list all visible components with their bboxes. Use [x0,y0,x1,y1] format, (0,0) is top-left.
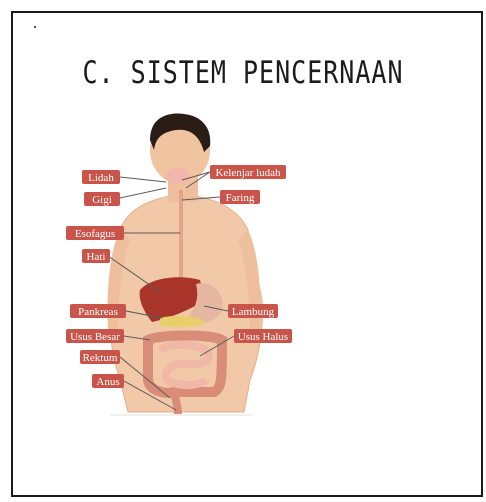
label-kelenjar: Kelenjar ludah [210,165,286,179]
salivary-area [166,168,190,184]
leader-lidah [120,177,166,182]
label-anus: Anus [92,374,124,388]
label-gigi-text: Gigi [92,194,112,206]
label-kelenjar-text: Kelenjar ludah [215,167,281,179]
label-faring: Faring [220,190,260,204]
label-usus-halus-text: Usus Halus [238,331,288,343]
label-usus-besar: Usus Besar [66,329,124,343]
rectum [174,392,178,414]
label-rektum: Rektum [80,350,120,364]
label-faring-text: Faring [226,192,255,204]
label-pankreas-text: Pankreas [78,306,118,318]
human-figure-illustration [108,114,263,415]
label-pankreas: Pankreas [70,304,126,318]
label-hati: Hati [82,249,110,263]
label-hati-text: Hati [87,251,106,263]
label-lidah: Lidah [82,170,120,184]
label-esofagus: Esofagus [66,226,124,240]
label-lambung-text: Lambung [232,306,275,318]
label-anus-text: Anus [96,376,119,388]
esophagus [179,190,183,282]
label-usus-halus: Usus Halus [234,329,292,343]
leader-gigi [120,188,166,198]
label-rektum-text: Rektum [83,352,118,364]
label-lambung: Lambung [228,304,278,318]
label-esofagus-text: Esofagus [75,228,115,240]
label-gigi: Gigi [84,192,120,206]
label-lidah-text: Lidah [88,172,114,184]
label-usus-besar-text: Usus Besar [70,331,120,343]
